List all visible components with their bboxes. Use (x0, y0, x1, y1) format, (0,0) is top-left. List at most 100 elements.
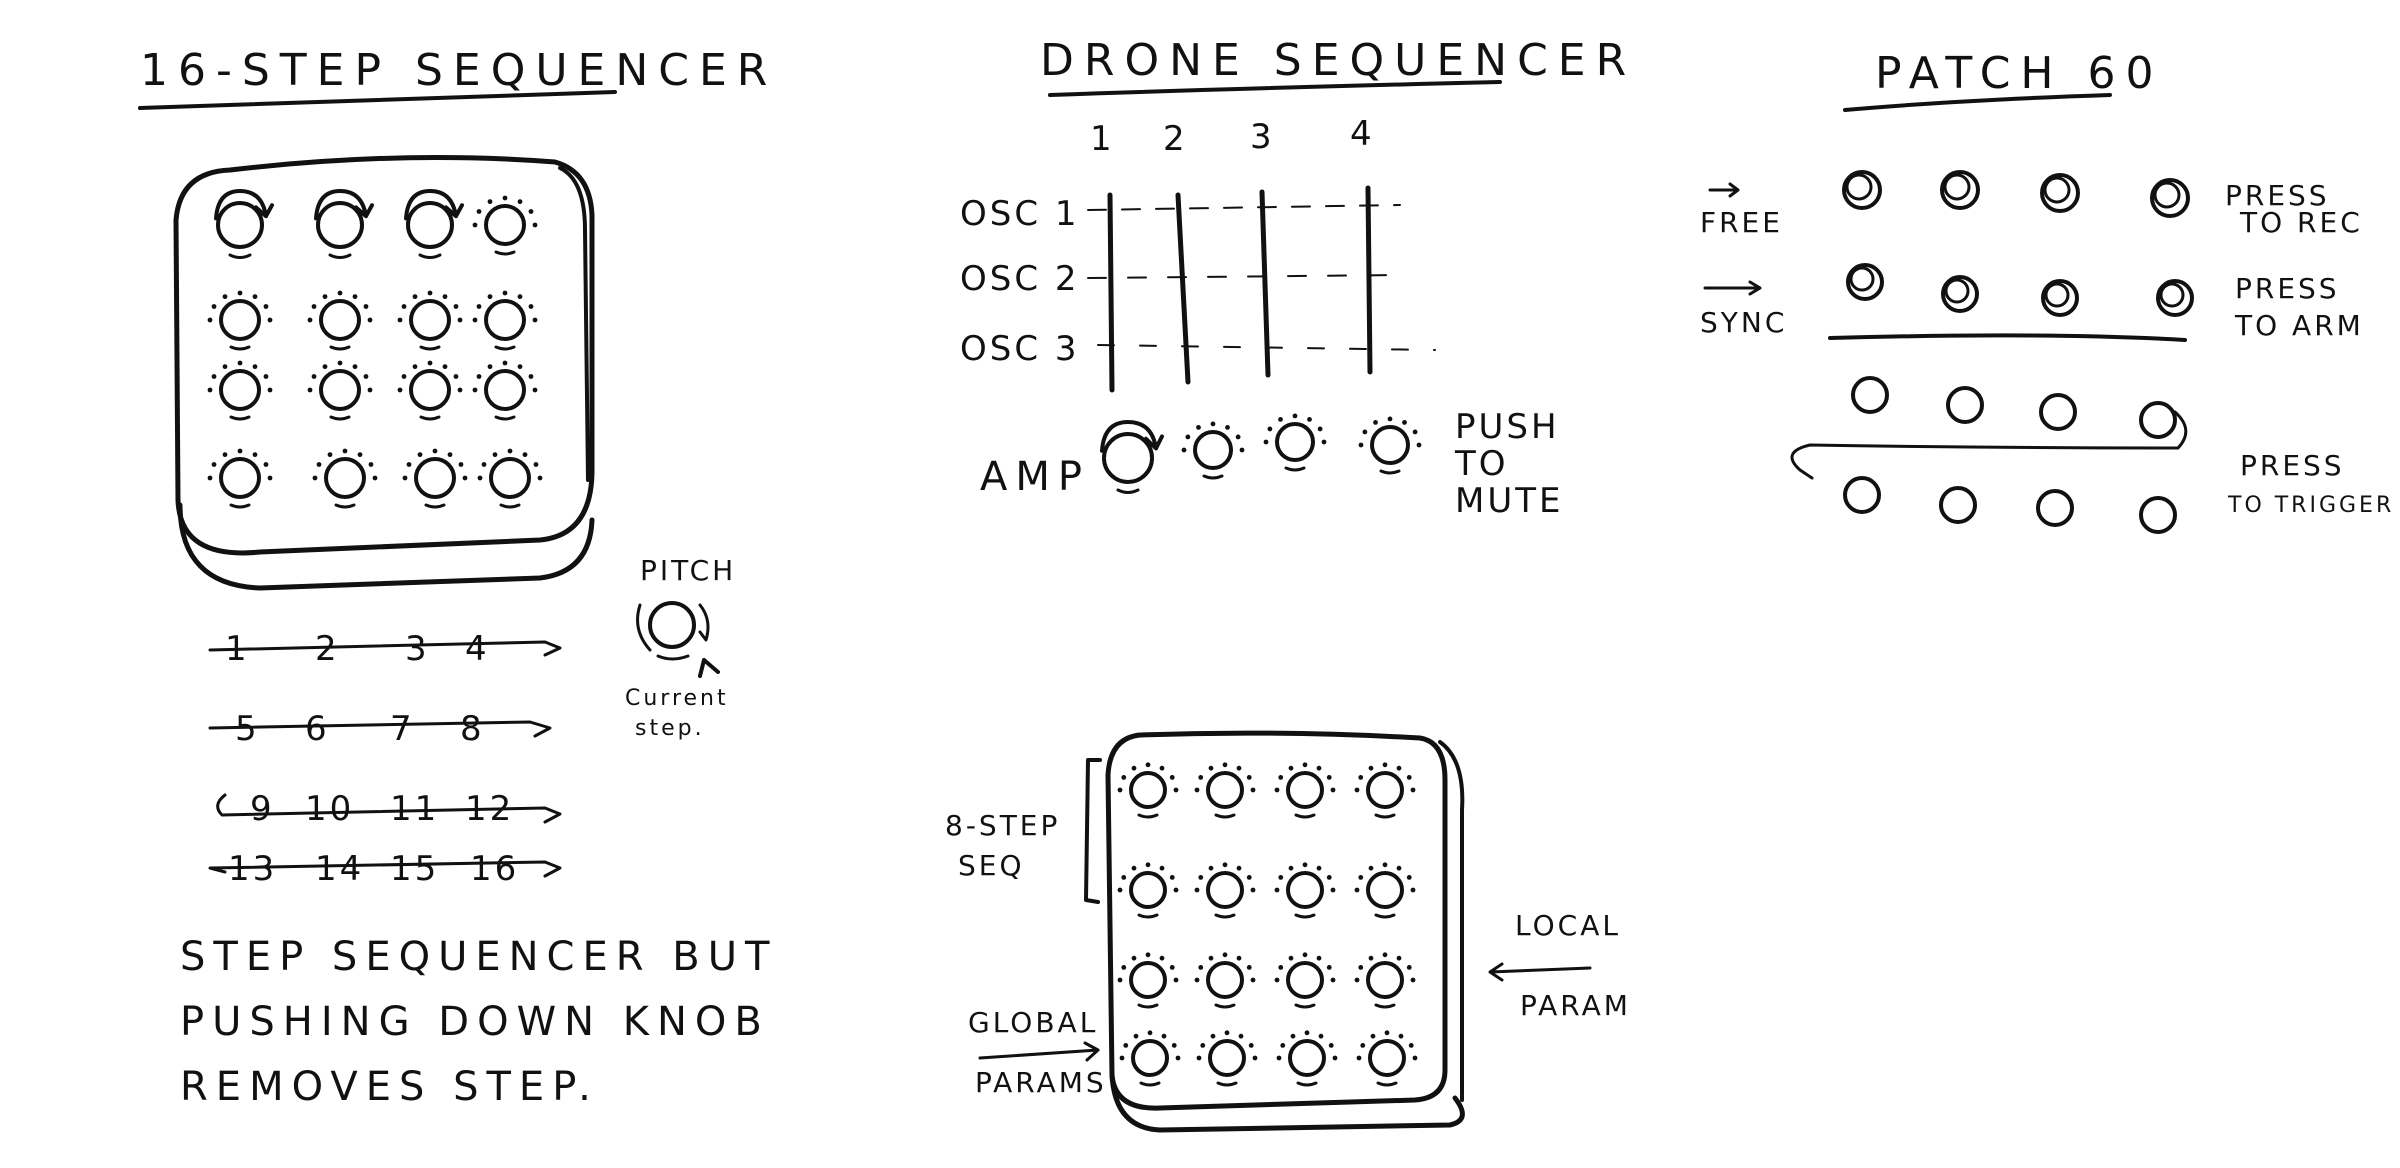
knob-icon[interactable] (1274, 762, 1336, 819)
patch-title: PATCH 60 (1875, 48, 2163, 99)
global-label-1: GLOBAL (968, 1006, 1098, 1039)
seq-bracket (1084, 758, 1102, 904)
patch-divider (1828, 333, 2187, 342)
note-line-2: PUSHING DOWN KNOB (180, 999, 770, 1045)
knob-icon[interactable] (1842, 170, 1882, 210)
knob-icon[interactable] (312, 448, 378, 509)
step16-device-body (173, 155, 595, 556)
knob-icon[interactable] (207, 360, 273, 421)
knob-icon[interactable] (1846, 263, 1884, 301)
drone-grid (1087, 185, 1436, 393)
step-label: 10 (305, 789, 354, 829)
knob-icon[interactable] (472, 195, 538, 256)
knob-icon[interactable] (314, 189, 374, 259)
knob-icon[interactable] (397, 360, 463, 421)
knob-icon[interactable] (1119, 1030, 1181, 1087)
knob-icon[interactable] (1194, 862, 1256, 919)
knob-icon[interactable] (1354, 762, 1416, 819)
seq-label-2: SEQ (958, 849, 1025, 882)
step16-panel: 16-STEP SEQUENCER 1 2 3 4 5 6 7 8 (138, 45, 770, 1110)
knob-icon[interactable] (1354, 952, 1416, 1009)
knob-icon[interactable] (1117, 762, 1179, 819)
knob-icon[interactable] (207, 448, 273, 509)
knob-icon[interactable] (1356, 1030, 1418, 1087)
local-arrow-icon (1488, 962, 1592, 982)
knob-icon[interactable] (207, 290, 273, 351)
knob-icon[interactable] (1100, 420, 1164, 494)
press-rec-2: TO REC (2239, 206, 2363, 239)
knob-icon[interactable] (2041, 279, 2079, 317)
press-rec-1: PRESS (2225, 179, 2330, 212)
step-label: 16 (470, 849, 519, 889)
step-label: 11 (390, 789, 439, 829)
pitch-arrow-right (698, 603, 710, 642)
knob-icon[interactable] (2039, 393, 2077, 431)
step-row-2: 5 6 7 8 (208, 709, 552, 749)
knob-icon[interactable] (1940, 170, 1980, 210)
knob-icon[interactable] (1274, 862, 1336, 919)
knob-icon[interactable] (1196, 1030, 1258, 1087)
pitch-label: PITCH (640, 554, 736, 587)
knob-icon[interactable] (404, 189, 464, 259)
step-label: 5 (235, 709, 260, 749)
knob-icon[interactable] (1181, 421, 1245, 480)
knob-icon[interactable] (2139, 401, 2177, 439)
knob-icon[interactable] (1194, 952, 1256, 1009)
drone-amp-label: AMP (980, 454, 1090, 500)
knob-icon[interactable] (1939, 486, 1977, 524)
knob-icon[interactable] (2139, 496, 2177, 534)
pitch-knob-annotation: PITCH Current step. (625, 554, 736, 741)
step-label: 7 (390, 709, 415, 749)
step16-device-side (558, 166, 590, 482)
knob-icon[interactable] (1276, 1030, 1338, 1087)
knob-icon[interactable] (472, 290, 538, 351)
drone-row-line (1087, 204, 1401, 211)
knob-icon[interactable] (307, 360, 373, 421)
knob-icon[interactable] (1117, 952, 1179, 1009)
drone-column-line (1365, 185, 1373, 375)
drone-column-line (1259, 189, 1271, 378)
push-label-2: TO (1454, 444, 1509, 484)
knob-icon[interactable] (1843, 476, 1881, 514)
pitch-knob-icon (648, 601, 696, 649)
knob-icon[interactable] (1263, 413, 1327, 472)
knob-icon[interactable] (402, 448, 468, 509)
knob-icon[interactable] (2150, 178, 2190, 218)
step16-step-rows: 1 2 3 4 5 6 7 8 9 10 11 12 13 (208, 629, 562, 889)
step-label: 8 (460, 709, 485, 749)
press-trigger-1: PRESS (2240, 449, 2345, 482)
drone-column-line (1175, 192, 1191, 385)
knob-icon[interactable] (1358, 416, 1422, 475)
knob-icon[interactable] (2040, 173, 2080, 213)
knob-icon[interactable] (1354, 862, 1416, 919)
drone-title-underline (1048, 80, 1502, 97)
knob-icon[interactable] (2036, 489, 2074, 527)
grid8-device-body (1105, 730, 1448, 1111)
grid8-device-base (1109, 1072, 1465, 1133)
knob-icon[interactable] (1946, 386, 1984, 424)
knob-icon[interactable] (2156, 279, 2194, 317)
push-label-1: PUSH (1455, 407, 1560, 447)
drone-column-3: 3 (1250, 117, 1275, 157)
drone-row-line (1097, 344, 1436, 351)
knob-icon[interactable] (214, 189, 274, 259)
step16-knob-grid (207, 189, 543, 509)
knob-icon[interactable] (397, 290, 463, 351)
current-step-label-2: step. (635, 716, 705, 741)
knob-icon[interactable] (477, 448, 543, 509)
local-label-1: LOCAL (1515, 909, 1621, 942)
knob-icon[interactable] (1274, 952, 1336, 1009)
knob-icon[interactable] (1117, 862, 1179, 919)
knob-icon[interactable] (307, 290, 373, 351)
drone-row-line (1087, 274, 1406, 279)
knob-icon[interactable] (1941, 275, 1979, 313)
note-line-3: REMOVES STEP. (180, 1064, 599, 1110)
drone-panel: DRONE SEQUENCER 1 2 3 4 OSC 1 OSC 2 OSC … (960, 35, 1626, 521)
global-label-2: PARAMS (975, 1066, 1107, 1099)
knob-icon[interactable] (1851, 376, 1889, 414)
step-row-strike (208, 640, 562, 657)
knob-icon[interactable] (472, 360, 538, 421)
knob-icon[interactable] (1194, 762, 1256, 819)
seq-label-1: 8-STEP (945, 809, 1060, 842)
